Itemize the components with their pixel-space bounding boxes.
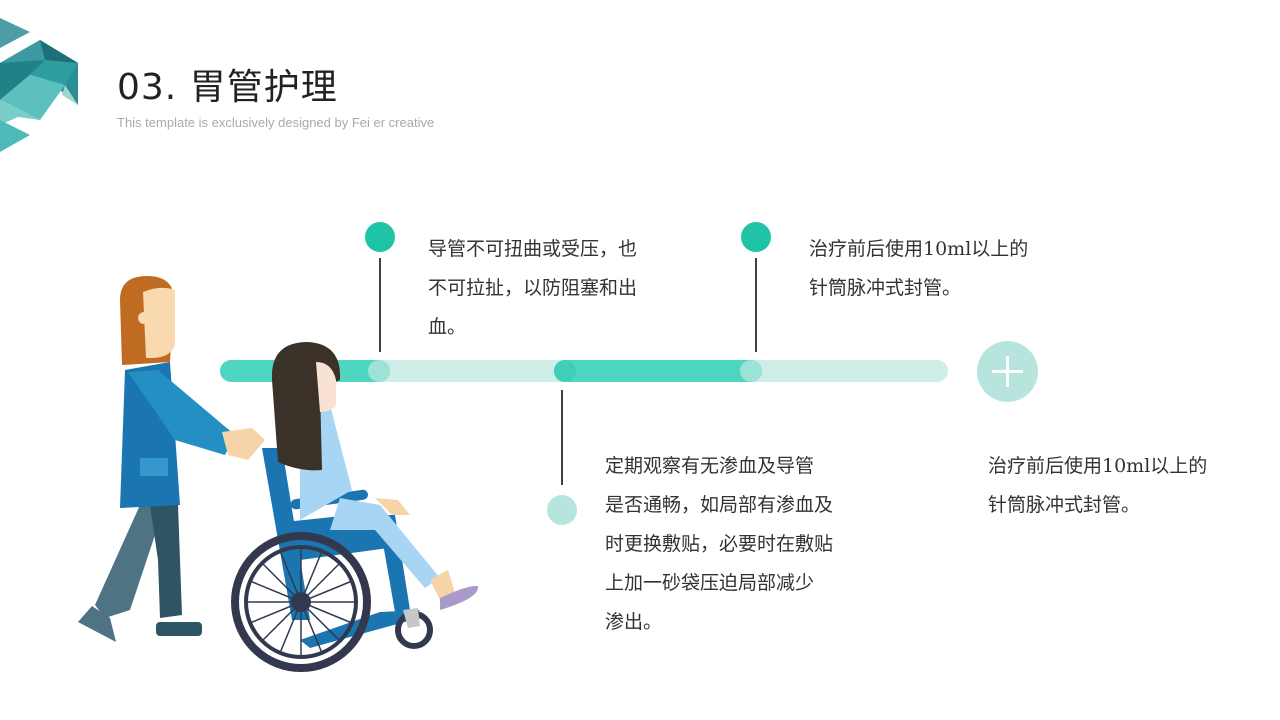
text-line: 治疗前后使用10ml以上的 — [809, 238, 1029, 260]
timeline-connector-1 — [379, 258, 381, 352]
timeline-connector-2 — [561, 390, 563, 485]
timeline-marker-2 — [547, 495, 577, 525]
text-line: 血。 — [428, 316, 467, 338]
logo-polygon-icon — [0, 18, 78, 152]
text-line: 针筒脉冲式封管。 — [809, 277, 962, 299]
timeline-text-2: 定期观察有无渗血及导管 是否通畅，如局部有渗血及 时更换敷贴，必要时在敷贴 上加… — [605, 447, 865, 642]
timeline-joint-1 — [368, 360, 390, 382]
text-line: 上加一砂袋压迫局部减少 — [605, 572, 815, 594]
timeline-joint-3 — [740, 360, 762, 382]
timeline-segment-2 — [554, 360, 762, 382]
text-line: 导管不可扭曲或受压，也 — [428, 238, 638, 260]
text-line: 针筒脉冲式封管。 — [988, 494, 1141, 516]
timeline-text-4: 治疗前后使用10ml以上的 针筒脉冲式封管。 — [988, 447, 1248, 525]
page-subtitle: This template is exclusively designed by… — [117, 115, 435, 130]
text-line: 定期观察有无渗血及导管 — [605, 455, 815, 477]
page-title: 03. 胃管护理 — [117, 67, 338, 108]
timeline-connector-3 — [755, 258, 757, 352]
add-button[interactable] — [977, 341, 1038, 402]
timeline-joint-2 — [554, 360, 576, 382]
text-line: 不可拉扯，以防阻塞和出 — [428, 277, 638, 299]
text-line: 时更换敷贴，必要时在敷贴 — [605, 533, 834, 555]
plus-icon — [992, 356, 1023, 387]
timeline-marker-3 — [741, 222, 771, 252]
text-line: 渗出。 — [605, 611, 663, 633]
text-line: 治疗前后使用10ml以上的 — [988, 455, 1208, 477]
timeline-marker-1 — [365, 222, 395, 252]
timeline-text-3: 治疗前后使用10ml以上的 针筒脉冲式封管。 — [809, 230, 1069, 308]
text-line: 是否通畅，如局部有渗血及 — [605, 494, 834, 516]
timeline-text-1: 导管不可扭曲或受压，也 不可拉扯，以防阻塞和出 血。 — [428, 230, 678, 347]
nurse-wheelchair-illustration — [78, 276, 479, 672]
